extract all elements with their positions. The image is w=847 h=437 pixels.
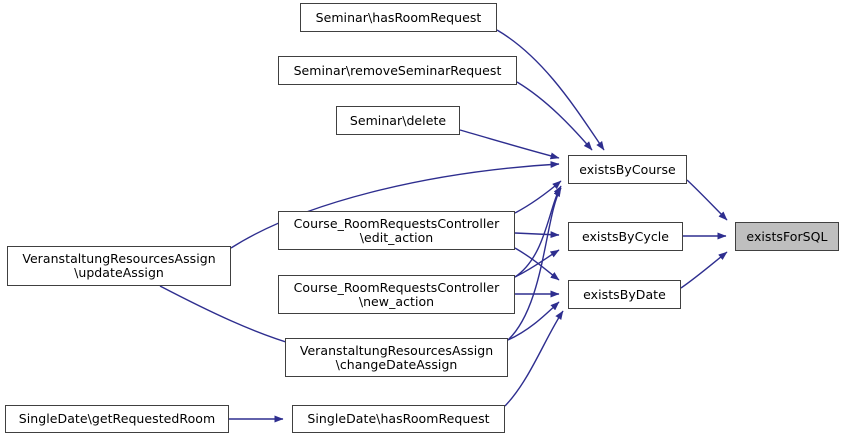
graph-node-veranstaltung_changeDateAssign[interactable]: VeranstaltungResourcesAssign \changeDate… [285, 338, 508, 377]
graph-node-existsForSQL[interactable]: existsForSQL [735, 222, 839, 251]
graph-node-existsByCourse[interactable]: existsByCourse [568, 155, 687, 184]
edge-veranstaltung_changeDateAssign-to-existsByDate [507, 301, 560, 341]
graph-node-singledate_getRequestedRoom[interactable]: SingleDate\getRequestedRoom [5, 405, 229, 433]
graph-node-singledate_hasRoomRequest[interactable]: SingleDate\hasRoomRequest [292, 405, 505, 433]
edge-course_new_action-to-existsByCourse [514, 185, 562, 278]
edge-seminar_removeSeminarRequest-to-existsByCourse [516, 81, 593, 151]
graph-node-existsByCycle[interactable]: existsByCycle [568, 222, 683, 251]
edge-course_edit_action-to-existsByCycle [514, 231, 560, 239]
edge-seminar_delete-to-existsByCourse [459, 129, 560, 160]
edge-seminar_hasRoomRequest-to-existsByCourse [496, 29, 605, 151]
edge-course_edit_action-to-existsByCourse [514, 180, 562, 214]
graph-node-veranstaltung_updateAssign[interactable]: VeranstaltungResourcesAssign \updateAssi… [7, 246, 231, 286]
edge-veranstaltung_updateAssign-to-veranstaltung_changeDateAssign [159, 285, 297, 347]
graph-node-existsByDate[interactable]: existsByDate [568, 280, 681, 309]
graph-node-course_edit_action[interactable]: Course_RoomRequestsController \edit_acti… [278, 211, 515, 250]
edge-existsByDate-to-existsForSQL [680, 251, 728, 289]
edge-course_new_action-to-existsByCycle [514, 249, 560, 278]
graph-node-seminar_hasRoomRequest[interactable]: Seminar\hasRoomRequest [300, 3, 497, 32]
graph-node-course_new_action[interactable]: Course_RoomRequestsController \new_actio… [278, 275, 515, 314]
edge-course_edit_action-to-existsByDate [514, 247, 560, 281]
edge-veranstaltung_changeDateAssign-to-existsByCourse [507, 187, 562, 341]
graph-node-seminar_delete[interactable]: Seminar\delete [336, 106, 460, 135]
edge-existsByCourse-to-existsForSQL [686, 179, 728, 221]
edge-singledate_hasRoomRequest-to-existsByDate [504, 310, 564, 407]
graph-node-seminar_removeSeminarRequest[interactable]: Seminar\removeSeminarRequest [278, 56, 517, 85]
